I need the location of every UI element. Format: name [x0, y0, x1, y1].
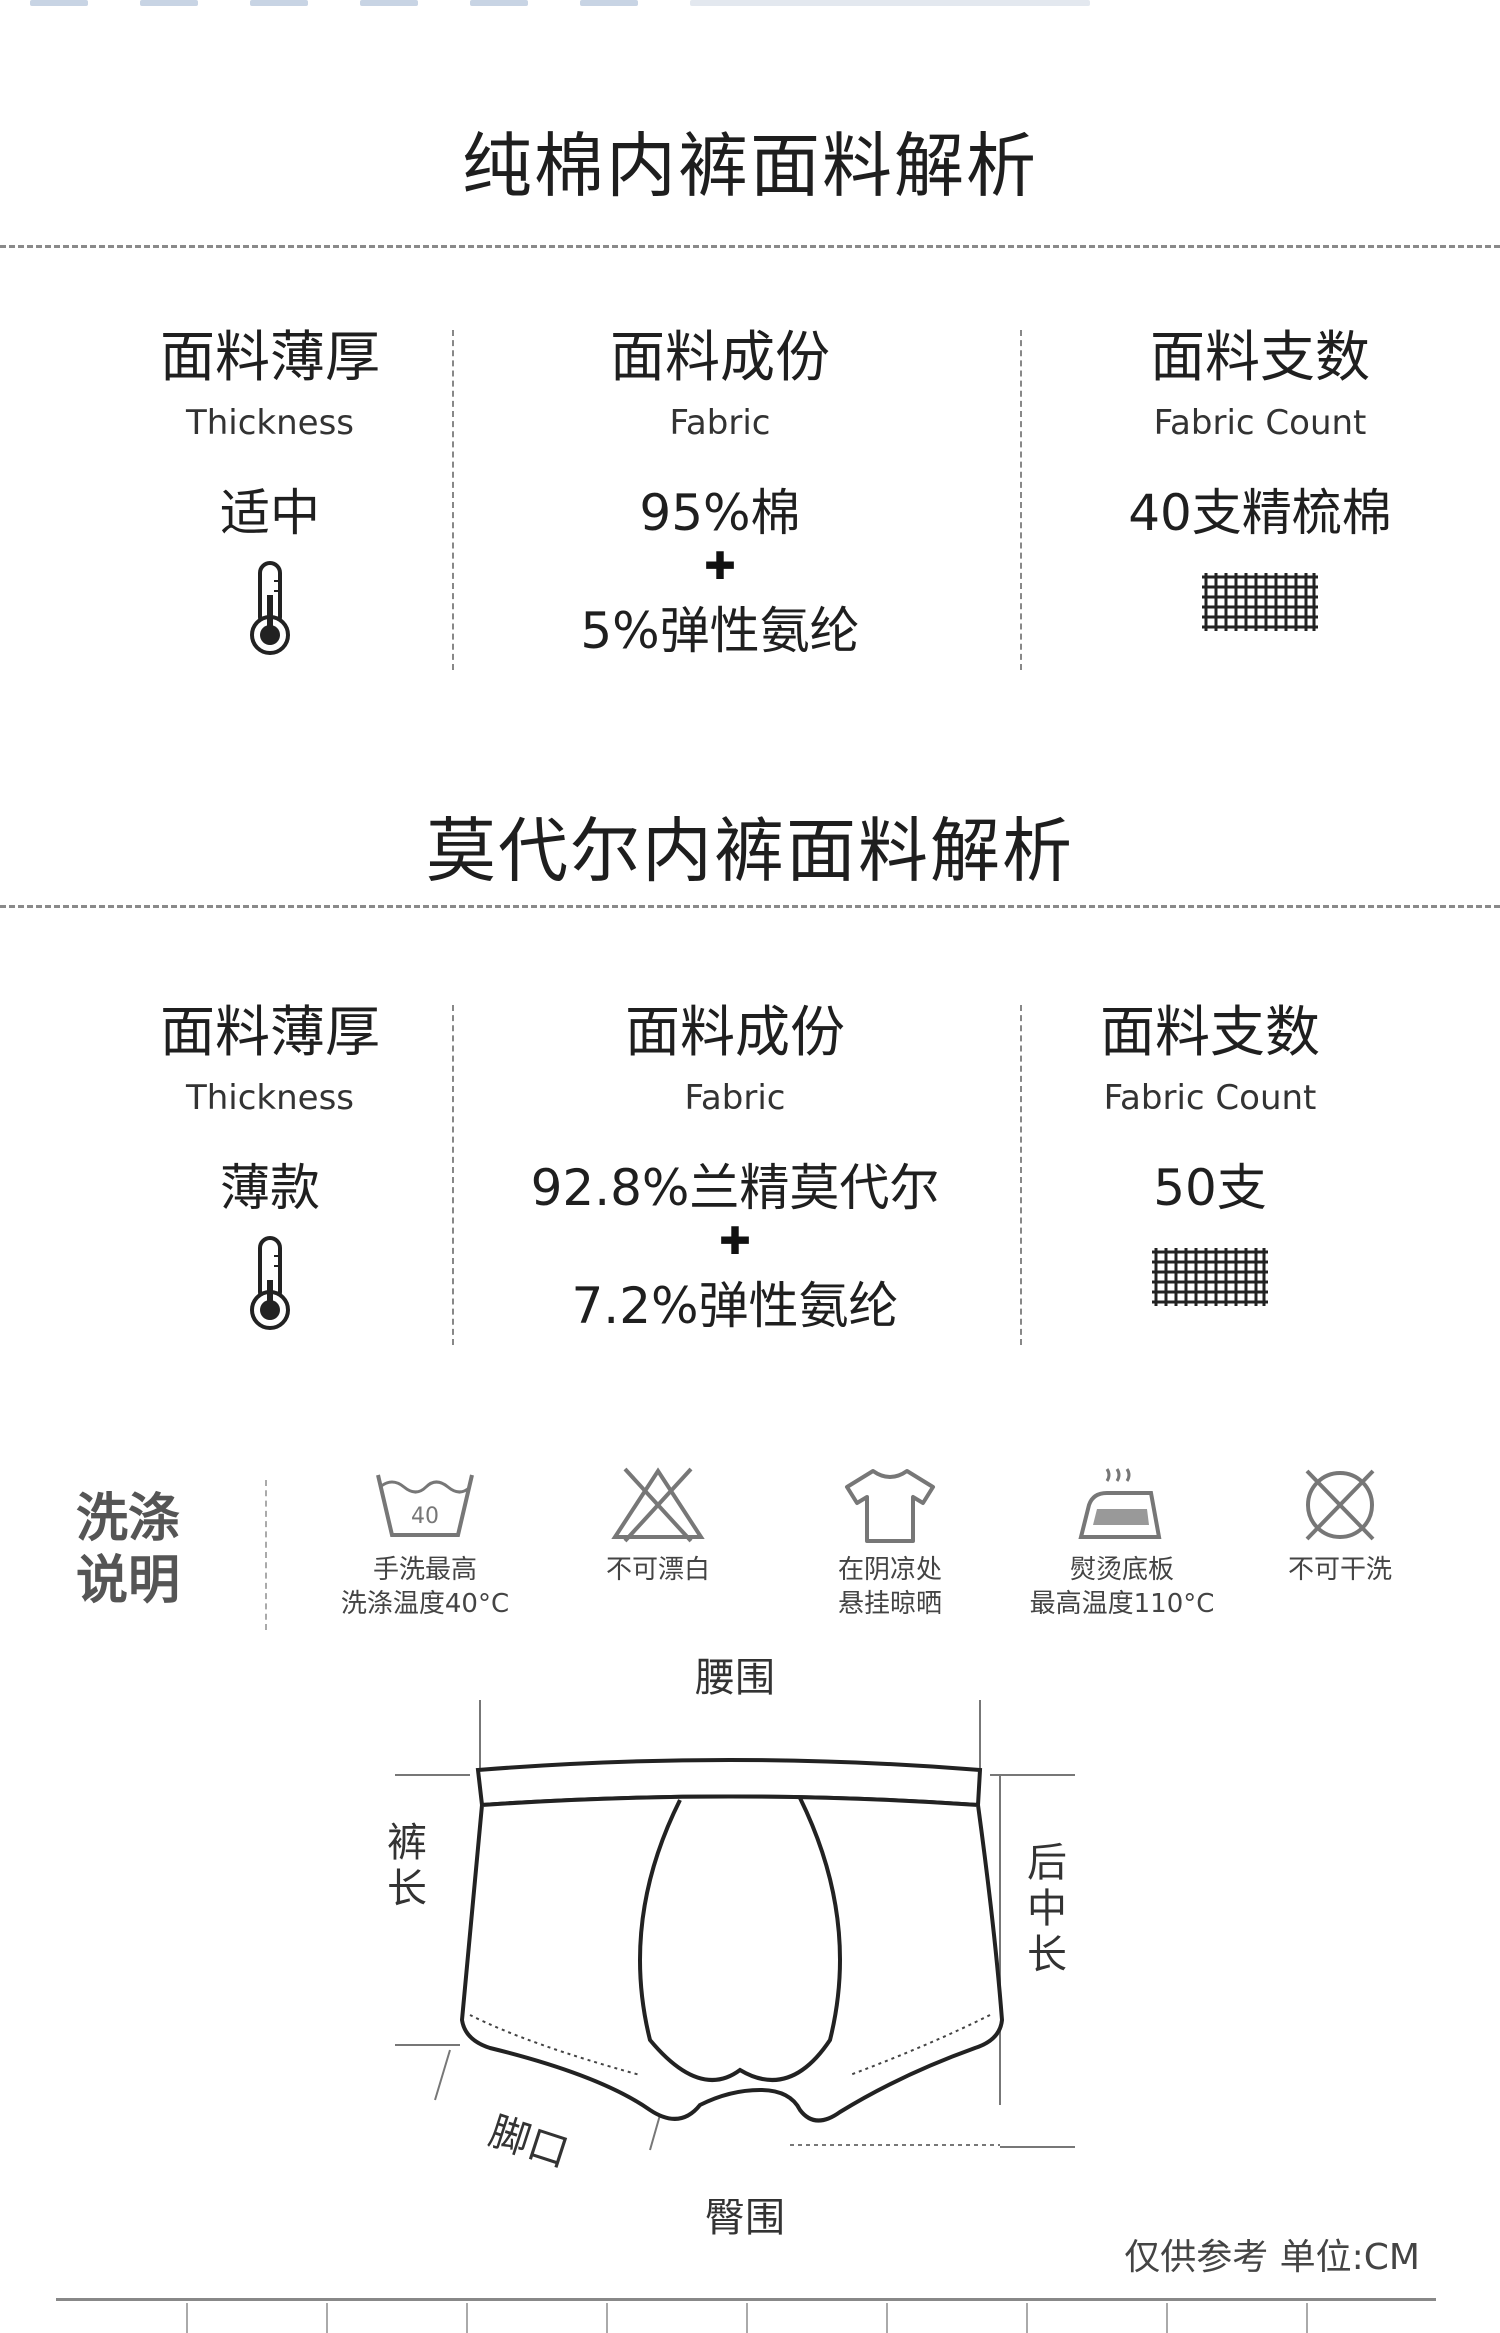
wash-label: 不可漂白	[548, 1553, 768, 1587]
fabric-value-2: 7.2%弹性氨纶	[571, 1277, 899, 1335]
cotton-thickness-column: 面料薄厚 Thickness 适中	[135, 330, 405, 659]
wash-label-line1: 在阴凉处	[837, 1555, 942, 1585]
count-en: Fabric Count	[1153, 403, 1367, 443]
plus-icon: ✚	[719, 1219, 751, 1263]
size-table-edge	[56, 2298, 1436, 2333]
brief-size-diagram	[395, 1700, 1075, 2151]
wash-label: 手洗最高 洗涤温度40°C	[315, 1553, 535, 1621]
wash-title: 洗涤 说明	[76, 1488, 180, 1612]
count-en: Fabric Count	[1103, 1078, 1317, 1118]
iron-icon	[1078, 1468, 1162, 1539]
column-divider	[1020, 1005, 1022, 1345]
count-heading: 面料支数	[1099, 1000, 1320, 1064]
hip-label: 臀围	[705, 2195, 785, 2241]
wash-title-line2: 说明	[76, 1551, 181, 1611]
modal-fabric-column: 面料成份 Fabric 92.8%兰精莫代尔 ✚ 7.2%弹性氨纶	[500, 1005, 970, 1338]
wash-label-line1: 不可漂白	[605, 1555, 710, 1585]
column-divider	[1020, 330, 1022, 670]
fabric-value-1: 95%棉	[639, 484, 801, 542]
wash-item-hand-wash: 40 手洗最高 洗涤温度40°C	[315, 1465, 535, 1621]
top-strip	[0, 0, 1500, 8]
weave-grid-icon	[1152, 1248, 1268, 1306]
wash-divider	[265, 1480, 267, 1630]
wash-item-no-bleach: 不可漂白	[548, 1465, 768, 1587]
shade-dry-icon	[845, 1469, 935, 1543]
thickness-value: 薄款	[220, 1159, 320, 1217]
tub-temp-number: 40	[411, 1504, 439, 1529]
fabric-en: Fabric	[669, 403, 771, 443]
fabric-value-1: 92.8%兰精莫代尔	[530, 1159, 940, 1217]
fabric-en: Fabric	[684, 1078, 786, 1118]
section-divider	[0, 905, 1500, 908]
wash-label-line2: 洗涤温度40°C	[340, 1589, 510, 1619]
wash-label-line1: 手洗最高	[372, 1555, 477, 1585]
wash-label: 在阴凉处 悬挂晾晒	[780, 1553, 1000, 1621]
thickness-en: Thickness	[185, 403, 355, 443]
back-rise-label: 后中长	[1027, 1840, 1067, 1978]
weave-grid-icon	[1202, 573, 1318, 631]
no-bleach-icon	[611, 1467, 705, 1543]
waist-label: 腰围	[695, 1655, 775, 1701]
cotton-count-column: 面料支数 Fabric Count 40支精梳棉	[1100, 330, 1420, 633]
wash-title-line1: 洗涤	[76, 1489, 181, 1549]
reference-note: 仅供参考 单位:CM	[1124, 2237, 1420, 2278]
thickness-value: 适中	[220, 484, 320, 542]
section-divider	[0, 245, 1500, 248]
wash-item-iron: 熨烫底板 最高温度110°C	[1012, 1465, 1232, 1621]
count-heading: 面料支数	[1149, 325, 1370, 389]
cotton-fabric-column: 面料成份 Fabric 95%棉 ✚ 5%弹性氨纶	[520, 330, 920, 663]
wash-label-line1: 熨烫底板	[1069, 1555, 1174, 1585]
wash-label: 熨烫底板 最高温度110°C	[1012, 1553, 1232, 1621]
no-dry-clean-icon	[1305, 1469, 1375, 1541]
thickness-heading: 面料薄厚	[159, 325, 380, 389]
cotton-section-title: 纯棉内裤面料解析	[462, 125, 1038, 207]
thermometer-icon	[250, 1236, 290, 1330]
modal-section-title: 莫代尔内裤面料解析	[426, 810, 1074, 892]
wash-label-line2: 最高温度110°C	[1029, 1589, 1215, 1619]
thickness-en: Thickness	[185, 1078, 355, 1118]
thickness-heading: 面料薄厚	[159, 1000, 380, 1064]
fabric-value-2: 5%弹性氨纶	[580, 602, 860, 660]
wash-label-line2: 悬挂晾晒	[837, 1589, 942, 1619]
fabric-heading: 面料成份	[609, 325, 830, 389]
hand-wash-icon: 40	[376, 1474, 474, 1537]
fabric-heading: 面料成份	[624, 1000, 845, 1064]
wash-item-shade-dry: 在阴凉处 悬挂晾晒	[780, 1465, 1000, 1621]
column-divider	[452, 330, 454, 670]
plus-icon: ✚	[704, 544, 736, 588]
modal-count-column: 面料支数 Fabric Count 50支	[1060, 1005, 1360, 1308]
length-label: 裤长	[387, 1820, 427, 1912]
count-value: 50支	[1153, 1159, 1267, 1217]
column-divider	[452, 1005, 454, 1345]
wash-item-no-dry-clean: 不可干洗	[1230, 1465, 1450, 1587]
thermometer-icon	[250, 561, 290, 655]
wash-label-line1: 不可干洗	[1287, 1555, 1392, 1585]
modal-thickness-column: 面料薄厚 Thickness 薄款	[135, 1005, 405, 1334]
count-value: 40支精梳棉	[1128, 484, 1392, 542]
wash-label: 不可干洗	[1230, 1553, 1450, 1587]
